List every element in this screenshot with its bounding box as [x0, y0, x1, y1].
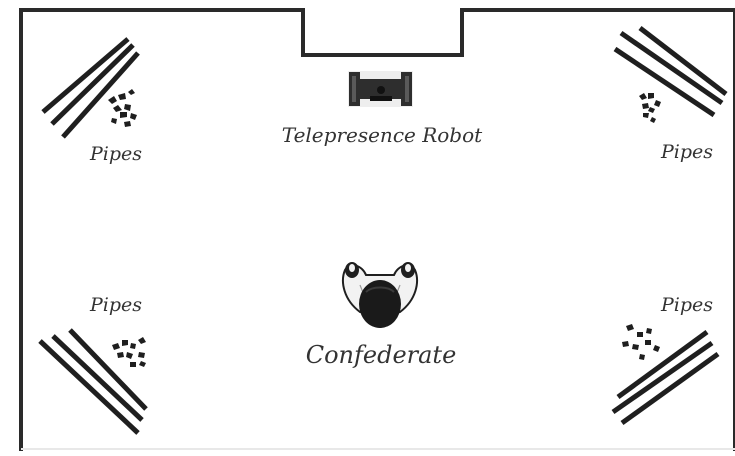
debris-icon-top-left [108, 89, 137, 127]
pipes-icon-bottom-right [611, 329, 720, 426]
pipes-icon-bottom-left [38, 328, 148, 435]
person-topdown-icon [341, 262, 419, 328]
confederate-label: Confederate [306, 341, 457, 369]
pipes-label-bottom-left: Pipes [89, 294, 142, 316]
pipes-label-top-left: Pipes [89, 143, 142, 165]
debris-icon-bottom-right [622, 324, 660, 360]
debris-icon-bottom-left [112, 337, 146, 367]
pipes-icon-top-right [613, 26, 728, 118]
pipes-label-bottom-right: Pipes [660, 294, 713, 316]
pipes-icon-top-left [41, 37, 140, 139]
pipes-label-top-right: Pipes [660, 141, 713, 163]
robot-label: Telepresence Robot [282, 123, 483, 147]
room-walls [19, 8, 735, 451]
debris-icon-top-right [639, 93, 661, 123]
telepresence-robot-icon [348, 71, 413, 107]
